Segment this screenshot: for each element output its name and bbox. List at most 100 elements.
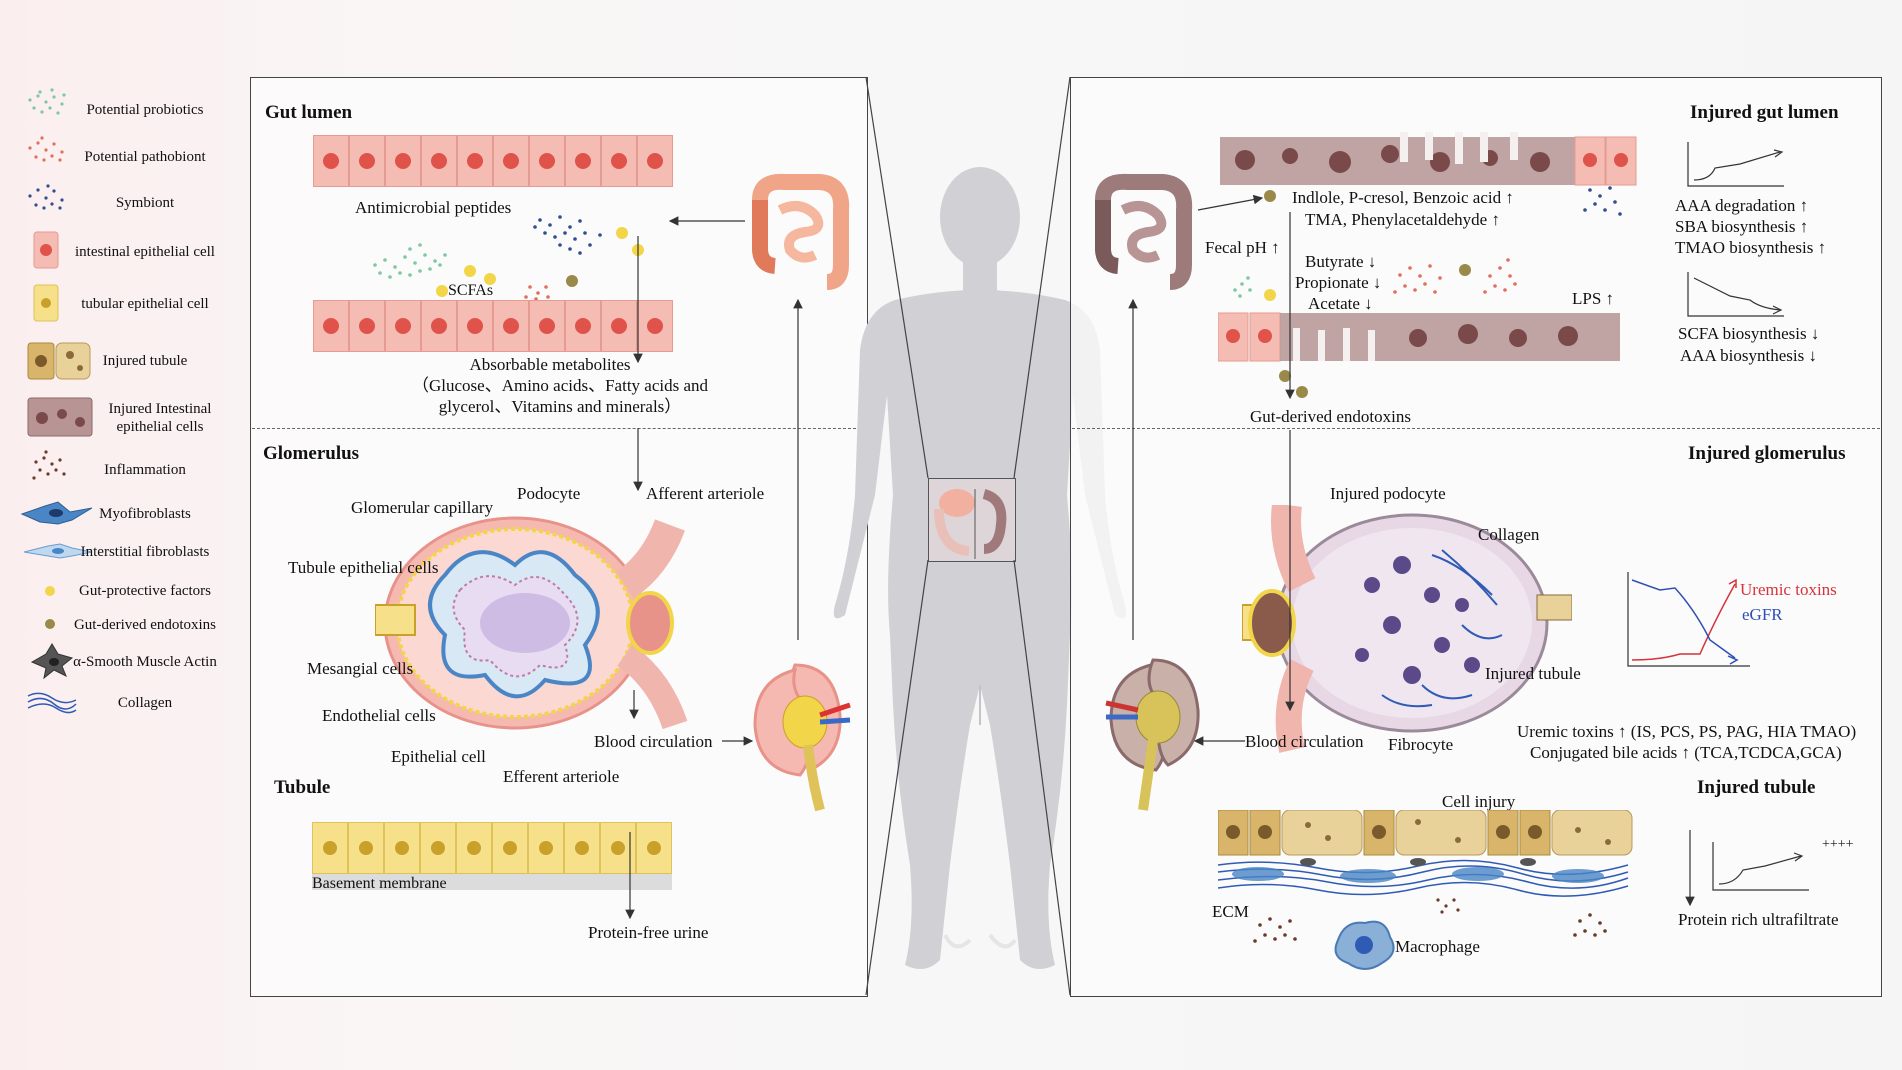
injured-gut-microbes bbox=[1233, 186, 1622, 398]
legend-label-pathobiont: Potential pathobiont bbox=[84, 149, 206, 165]
protein-rich-label: Protein rich ultrafiltrate bbox=[1678, 910, 1839, 929]
scfa-biosynthesis-label: SCFA biosynthesis ↓ bbox=[1678, 324, 1820, 343]
uremic-egfr-chart bbox=[1627, 572, 1750, 667]
left-tubule-title: Tubule bbox=[274, 777, 331, 798]
injured-glomerulus bbox=[1242, 505, 1572, 753]
inflammation-dots-icon bbox=[32, 450, 66, 480]
metabolites-increase-line1: Indlole, P-cresol, Benzoic acid ↑ bbox=[1292, 188, 1514, 207]
lps-label: LPS ↑ bbox=[1572, 289, 1615, 308]
podocyte-label: Podocyte bbox=[517, 484, 581, 503]
ecm-label: ECM bbox=[1212, 902, 1249, 921]
left-glomerulus-title: Glomerulus bbox=[263, 443, 360, 464]
bile-acids-list: Conjugated bile acids ↑ (TCA,TCDCA,GCA) bbox=[1530, 743, 1842, 762]
fecal-ph-label: Fecal pH ↑ bbox=[1205, 238, 1280, 257]
left-gut-title: Gut lumen bbox=[265, 102, 353, 123]
healthy-glomerulus bbox=[375, 516, 688, 730]
legend-label-intestinal-cell: intestinal epithelial cell bbox=[75, 244, 215, 260]
tubule-epithelial-label: Tubule epithelial cells bbox=[288, 558, 439, 577]
legend-label-probiotics: Potential probiotics bbox=[86, 102, 204, 118]
trend-chart-increase bbox=[1687, 142, 1784, 187]
injured-tubule-label: Injured tubule bbox=[1485, 664, 1581, 683]
fibroblast-icon bbox=[23, 543, 93, 559]
legend-icons bbox=[20, 88, 93, 714]
metabolites-increase-line2: TMA, Phenylacetaldehyde ↑ bbox=[1305, 210, 1500, 229]
macrophage-icon bbox=[1334, 920, 1395, 970]
antimicrobial-label: Antimicrobial peptides bbox=[355, 198, 512, 217]
mesangial-label: Mesangial cells bbox=[307, 659, 414, 678]
protein-free-urine-label: Protein-free urine bbox=[588, 923, 709, 942]
legend-label-inflammation: Inflammation bbox=[104, 462, 186, 478]
trend-chart-decrease bbox=[1687, 272, 1784, 317]
uremic-toxins-series-label: Uremic toxins bbox=[1740, 580, 1837, 599]
egfr-series-label: eGFR bbox=[1742, 605, 1783, 624]
tubular-cell-icon bbox=[33, 284, 59, 322]
protective-factor-dot-icon bbox=[45, 586, 55, 596]
right-kidney-illustration bbox=[1105, 658, 1200, 811]
healthy-tubule-epithelium bbox=[312, 822, 672, 874]
basement-membrane-label: Basement membrane bbox=[312, 875, 447, 892]
right-blood-circulation-label: Blood circulation bbox=[1245, 732, 1364, 751]
body-organ-inset bbox=[934, 489, 1007, 559]
absorbable-detail-line2: glycerol、Vitamins and minerals） bbox=[438, 397, 682, 416]
aaa-biosynthesis-label: AAA biosynthesis ↓ bbox=[1680, 346, 1817, 365]
smooth-muscle-actin-icon bbox=[30, 643, 74, 680]
propionate-label: Propionate ↓ bbox=[1295, 273, 1382, 292]
right-panel-divider bbox=[1072, 428, 1880, 429]
injured-podocyte-label: Injured podocyte bbox=[1330, 484, 1446, 503]
afferent-arteriole-label: Afferent arteriole bbox=[646, 484, 765, 503]
symbiont-dots-icon bbox=[28, 184, 64, 210]
collagen-label: Collagen bbox=[1478, 525, 1540, 544]
legend-label-collagen: Collagen bbox=[117, 695, 173, 711]
legend-label-injured-intestinal: Injured Intestinal epithelial cells bbox=[108, 401, 212, 435]
legend-label-fibroblasts: Interstitial fibroblasts bbox=[80, 544, 210, 560]
cell-injury-label: Cell injury bbox=[1442, 792, 1516, 811]
endothelial-label: Endothelial cells bbox=[322, 706, 436, 725]
legend-label-protective-factors: Gut-protective factors bbox=[78, 583, 212, 599]
right-gut-title: Injured gut lumen bbox=[1690, 102, 1839, 123]
body-organ-box bbox=[928, 478, 1016, 562]
macrophage-label: Macrophage bbox=[1395, 937, 1480, 956]
left-kidney-illustration bbox=[753, 663, 851, 812]
absorbable-detail-line1: （Glucose、Amino acids、Fatty acids and bbox=[411, 376, 709, 395]
upper-intestinal-epithelium bbox=[313, 135, 673, 187]
glomerular-capillary-label: Glomerular capillary bbox=[351, 498, 494, 517]
lower-intestinal-epithelium bbox=[313, 300, 673, 352]
acetate-label: Acetate ↓ bbox=[1308, 294, 1373, 313]
injured-tubule-icon bbox=[27, 342, 91, 380]
left-arrows bbox=[625, 216, 803, 920]
sba-biosynthesis-label: SBA biosynthesis ↑ bbox=[1675, 217, 1809, 236]
legend-label-injured-tubule: Injured tubule bbox=[102, 353, 188, 369]
legend-label-endotoxins: Gut-derived endotoxins bbox=[73, 617, 217, 633]
pathobiont-dots-icon bbox=[28, 136, 64, 162]
butyrate-label: Butyrate ↓ bbox=[1305, 252, 1377, 271]
plus-label: ++++ bbox=[1822, 837, 1854, 852]
probiotics-dots-icon bbox=[28, 88, 66, 115]
legend-label-symbiont: Symbiont bbox=[115, 195, 175, 211]
injured-intestinal-cell-icon bbox=[27, 397, 93, 437]
collagen-icon bbox=[27, 692, 77, 714]
trend-chart-protein bbox=[1712, 842, 1809, 891]
fibrocyte-label: Fibrocyte bbox=[1388, 735, 1454, 754]
gut-lumen-microbes bbox=[373, 215, 644, 301]
endotoxin-dot-icon bbox=[45, 619, 55, 629]
intestinal-cell-icon bbox=[33, 231, 59, 269]
right-tubule-title: Injured tubule bbox=[1697, 777, 1816, 798]
human-body-silhouette bbox=[833, 167, 1127, 969]
injured-intestinal-epithelium-lower bbox=[1218, 312, 1620, 362]
uremic-toxins-list: Uremic toxins ↑ (IS, PCS, PS, PAG, HIA T… bbox=[1517, 722, 1857, 741]
gut-derived-endotoxins-label: Gut-derived endotoxins bbox=[1250, 407, 1411, 426]
legend-label-tubular-cell: tubular epithelial cell bbox=[81, 296, 209, 312]
absorbable-metabolites-label: Absorbable metabolites bbox=[469, 355, 631, 374]
right-intestine-illustration bbox=[1095, 173, 1193, 290]
left-blood-circulation-label: Blood circulation bbox=[594, 732, 713, 751]
left-intestine-illustration bbox=[752, 173, 850, 290]
legend-label-myofibroblasts: Myofibroblasts bbox=[99, 506, 191, 522]
right-glomerulus-title: Injured glomerulus bbox=[1688, 443, 1846, 464]
epithelial-label: Epithelial cell bbox=[391, 747, 486, 766]
efferent-label: Efferent arteriole bbox=[503, 767, 620, 786]
injured-intestinal-epithelium-upper bbox=[1220, 132, 1637, 186]
legend-label-smooth-muscle-actin: α-Smooth Muscle Actin bbox=[73, 654, 217, 670]
injured-tubule-strip bbox=[1218, 810, 1633, 914]
